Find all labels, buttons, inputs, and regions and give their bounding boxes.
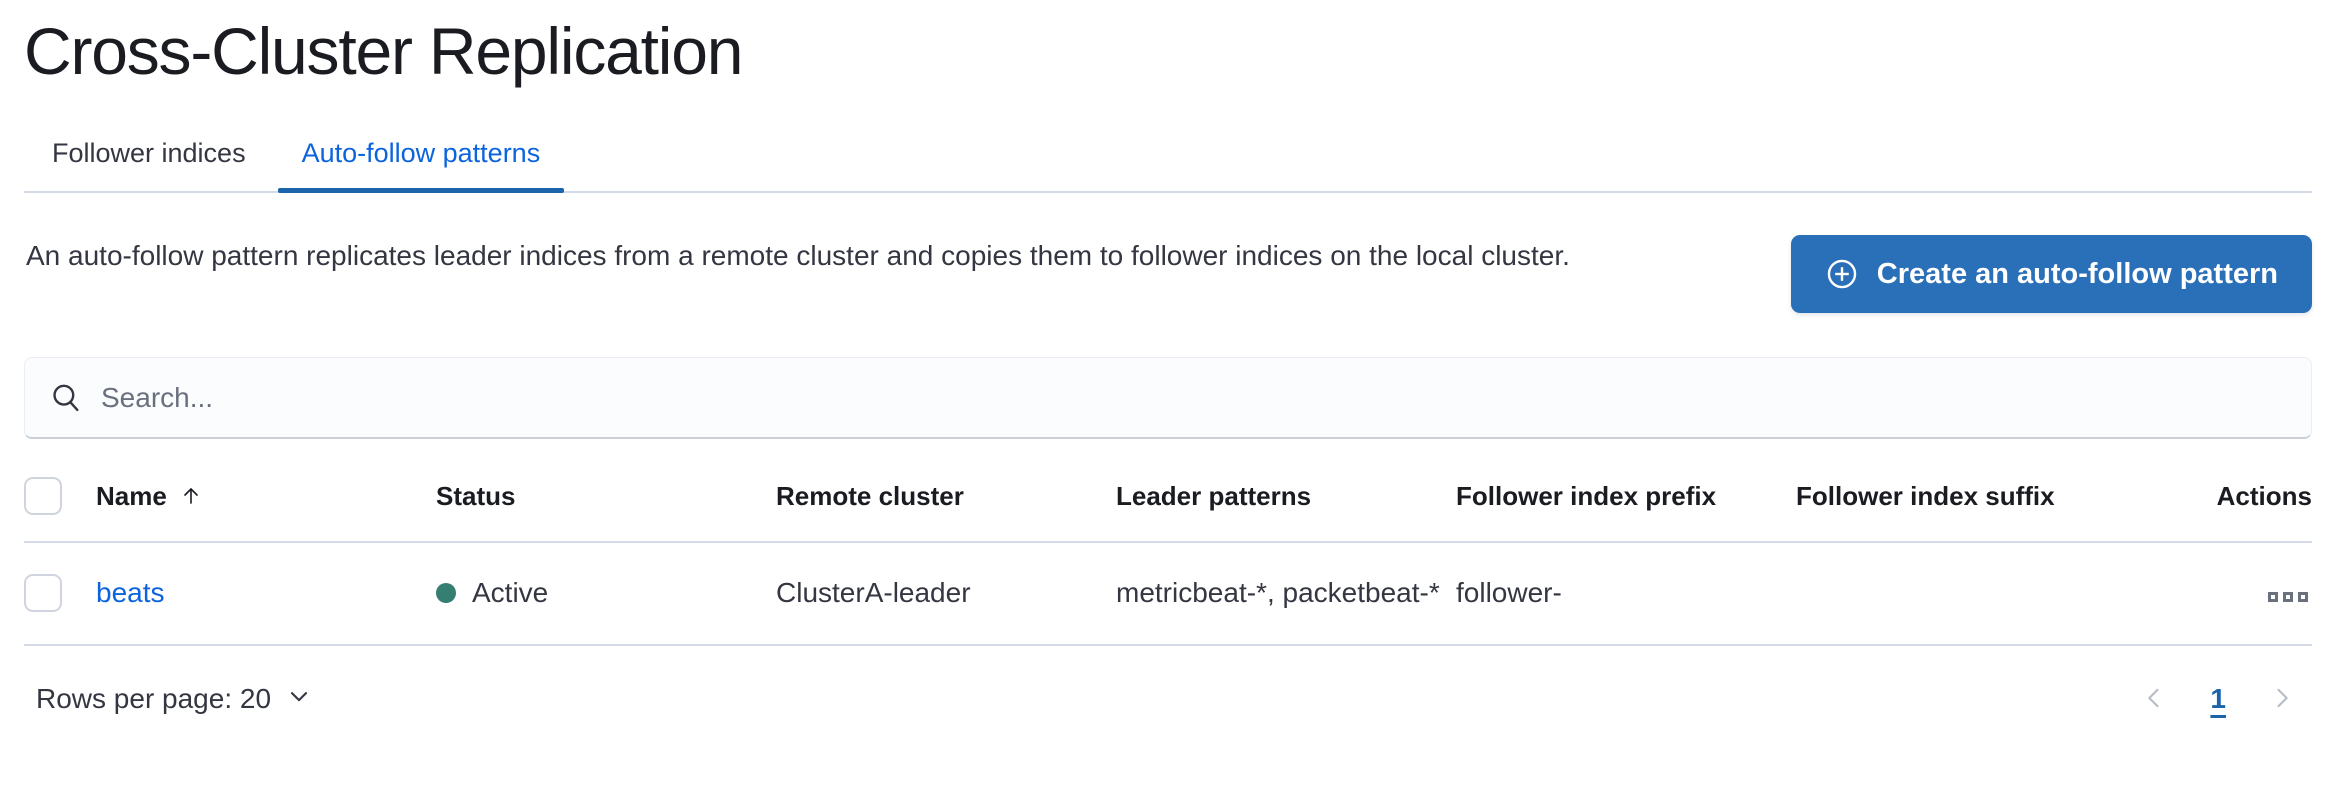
select-all-header [24,473,96,543]
column-header-leader-patterns[interactable]: Leader patterns [1116,473,1456,543]
arrow-up-icon [179,484,203,508]
chevron-right-icon [2268,684,2296,715]
plus-in-circle-icon [1825,257,1859,291]
next-page-button[interactable] [2258,678,2306,721]
table-row: beats Active ClusterA-leader metricbeat-… [24,542,2312,646]
rows-per-page-select[interactable]: Rows per page: 20 [24,678,325,721]
create-auto-follow-pattern-button[interactable]: Create an auto-follow pattern [1790,235,2312,313]
cell-actions [2176,542,2312,646]
table-header: Name Status Remote cluster Leader patter… [24,473,2312,543]
column-header-follower-index-prefix[interactable]: Follower index prefix [1456,473,1796,543]
page-title: Cross-Cluster Replication [24,14,743,88]
pattern-name-link[interactable]: beats [96,577,165,609]
cell-name: beats [96,542,436,646]
cell-status: Active [436,542,776,646]
intro-row: An auto-follow pattern replicates leader… [24,235,2312,313]
row-checkbox[interactable] [24,574,62,613]
column-header-name[interactable]: Name [96,473,436,543]
create-button-label: Create an auto-follow pattern [1876,257,2278,290]
search-input[interactable] [101,358,2287,437]
select-all-checkbox[interactable] [24,477,62,515]
auto-follow-patterns-table: Name Status Remote cluster Leader patter… [24,473,2312,646]
table-footer: Rows per page: 20 1 [24,678,2312,721]
search-bar[interactable] [24,357,2312,439]
tab-bar: Follower indices Auto-follow patterns [24,140,2312,193]
column-header-name-label: Name [96,480,167,511]
chevron-left-icon [2140,684,2168,715]
tab-auto-follow-patterns[interactable]: Auto-follow patterns [274,140,569,193]
rows-per-page-label: Rows per page: 20 [36,683,272,715]
cell-follower-index-prefix: follower- [1456,542,1796,646]
column-header-actions: Actions [2176,473,2312,543]
column-header-remote-cluster[interactable]: Remote cluster [776,473,1116,543]
boxes-horizontal-icon[interactable] [2264,588,2312,606]
column-header-status[interactable]: Status [436,473,776,543]
previous-page-button[interactable] [2130,678,2178,721]
page-number-1[interactable]: 1 [2200,679,2236,719]
status-dot-icon [436,583,456,604]
pagination: 1 [2130,678,2312,721]
cell-leader-patterns: metricbeat-*, packetbeat-* [1116,542,1456,646]
intro-description: An auto-follow pattern replicates leader… [26,240,1570,271]
chevron-down-icon [285,682,313,717]
status-badge: Active [436,577,776,609]
cell-follower-index-suffix [1796,542,2176,646]
row-select-cell [24,542,96,646]
column-header-follower-index-suffix[interactable]: Follower index suffix [1796,473,2176,543]
table-header-row: Name Status Remote cluster Leader patter… [24,473,2312,543]
search-icon [49,381,83,415]
sort-by-name[interactable]: Name [96,481,203,512]
tab-follower-indices[interactable]: Follower indices [24,140,274,191]
status-label: Active [472,577,549,609]
table-body: beats Active ClusterA-leader metricbeat-… [24,542,2312,646]
cell-remote-cluster: ClusterA-leader [776,542,1116,646]
